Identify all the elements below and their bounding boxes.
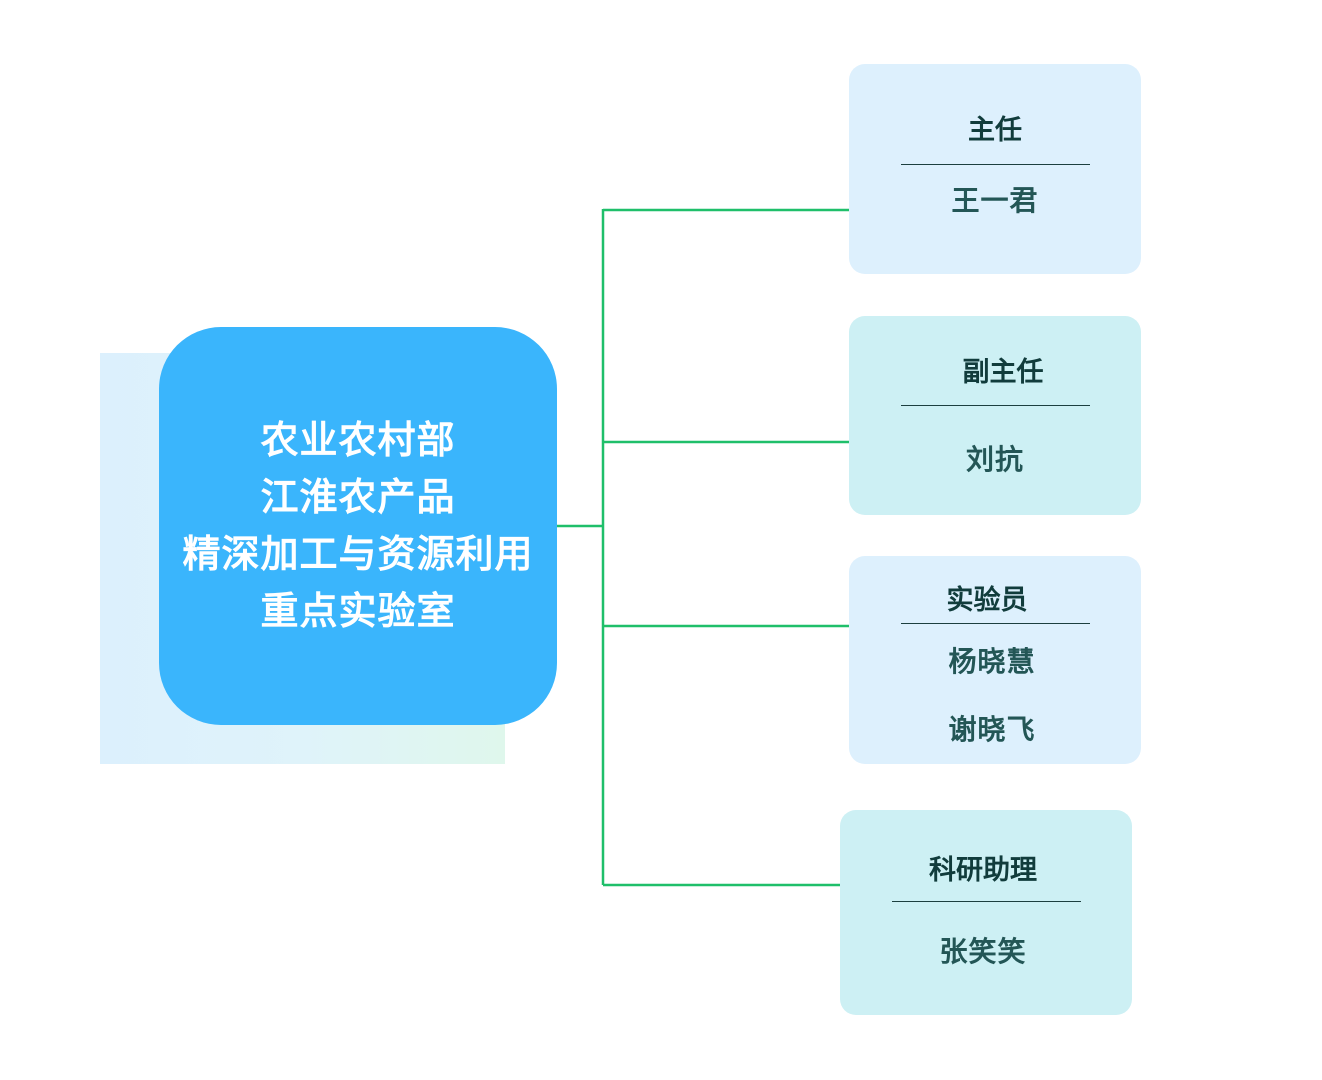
role-title: 科研助理: [929, 855, 1037, 886]
role-card-technician: 实验员 杨晓慧 谢晓飞: [849, 556, 1141, 764]
role-card-deputy: 副主任 刘抗: [849, 316, 1141, 515]
member-name: 杨晓慧: [948, 645, 1036, 678]
root-title-line: 重点实验室: [260, 589, 456, 633]
role-divider: [891, 901, 1081, 902]
role-title: 主任: [968, 115, 1022, 146]
root-title-line: 精深加工与资源利用: [182, 532, 534, 576]
member-name: 王一君: [951, 184, 1039, 217]
member-name: 刘抗: [965, 443, 1024, 476]
role-divider: [900, 405, 1090, 406]
root-title-line: 农业农村部: [260, 418, 456, 462]
role-card-research-assistant: 科研助理 张笑笑: [840, 810, 1132, 1015]
member-name: 谢晓飞: [948, 713, 1036, 746]
member-name: 张笑笑: [939, 935, 1027, 968]
root-title-line: 江淮农产品: [260, 475, 456, 519]
root-node-lab: 农业农村部 江淮农产品 精深加工与资源利用 重点实验室: [159, 327, 557, 725]
role-title: 实验员: [946, 585, 1028, 616]
role-card-director: 主任 王一君: [849, 64, 1141, 274]
role-title: 副主任: [962, 357, 1044, 388]
role-divider: [900, 623, 1090, 624]
role-divider: [900, 164, 1090, 165]
